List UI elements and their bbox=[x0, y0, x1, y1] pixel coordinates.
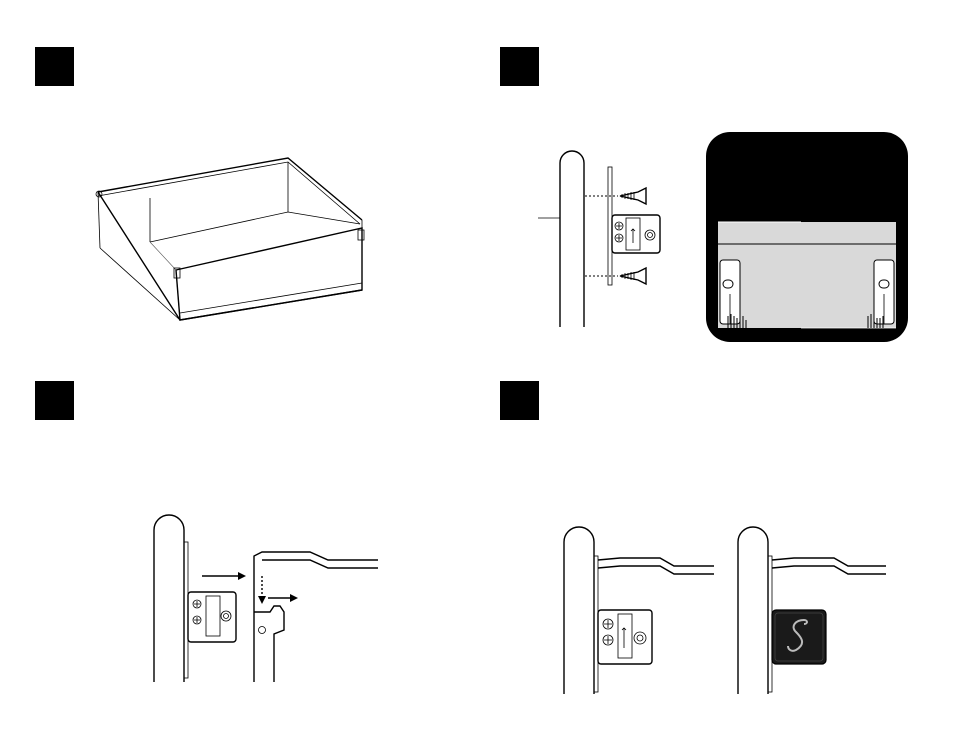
front-bracket-icon bbox=[612, 215, 660, 253]
screw-icon bbox=[620, 268, 646, 284]
inset-closeup bbox=[706, 132, 908, 342]
dashed-arrow-down-icon bbox=[258, 576, 266, 604]
drawer-box-illustration bbox=[90, 150, 380, 330]
step-4-badge bbox=[500, 381, 539, 420]
screw-icon bbox=[620, 188, 646, 204]
step-4-with-cover bbox=[734, 524, 894, 694]
front-bracket-side-view bbox=[538, 145, 668, 335]
cover-cap-diagram bbox=[734, 524, 894, 694]
arrow-right-icon bbox=[268, 594, 298, 602]
step-3-badge bbox=[35, 381, 74, 420]
step-3-hook-front bbox=[150, 512, 380, 684]
step-4-installed bbox=[560, 524, 720, 694]
step-2-bracket-attach bbox=[538, 145, 668, 335]
step-2-inset-closeup bbox=[706, 132, 908, 342]
step-2-badge bbox=[500, 47, 539, 86]
logo-snake-icon bbox=[772, 610, 826, 664]
hook-front-diagram bbox=[150, 512, 380, 684]
step-1-drawer-box bbox=[90, 150, 380, 330]
installed-bracket-diagram bbox=[560, 524, 720, 694]
arrow-right-icon bbox=[202, 572, 246, 580]
step-1-badge bbox=[35, 47, 74, 86]
